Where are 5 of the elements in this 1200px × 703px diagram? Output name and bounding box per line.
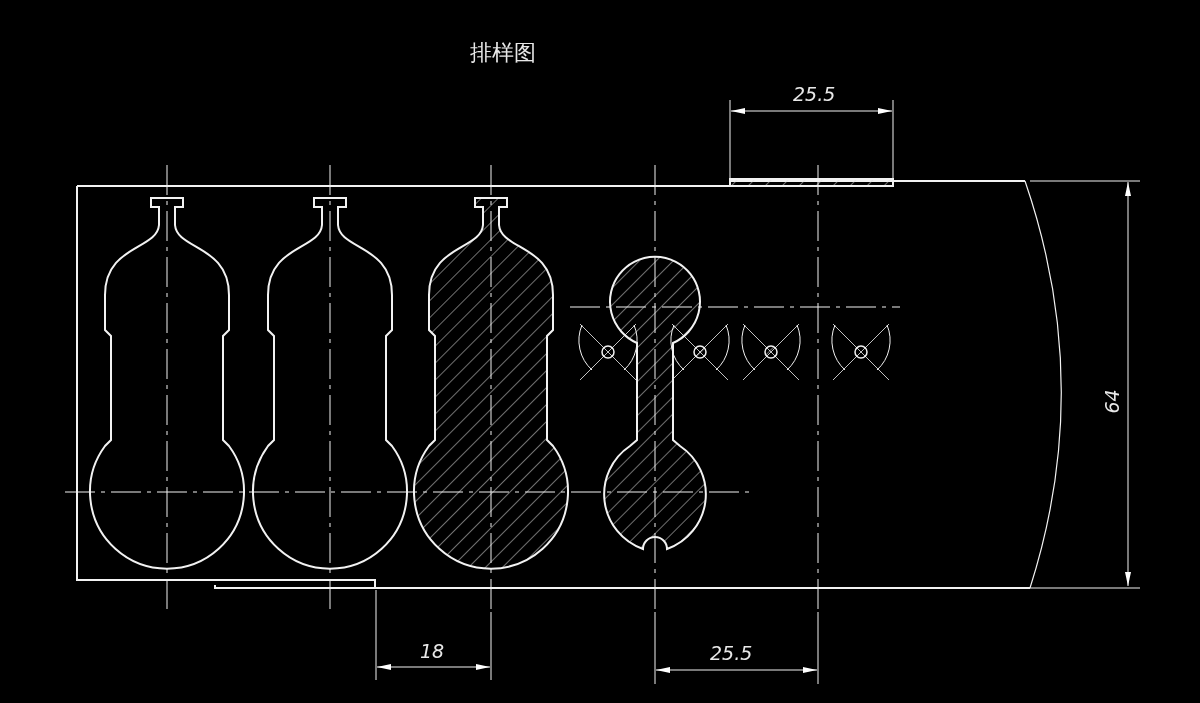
dimension-value: 64 <box>1102 389 1122 414</box>
dimension-value: 25.5 <box>710 644 753 663</box>
drawing-title: 排样图 <box>470 42 536 64</box>
dimension-value: 25.5 <box>793 85 836 104</box>
dimension-value: 18 <box>420 642 445 661</box>
